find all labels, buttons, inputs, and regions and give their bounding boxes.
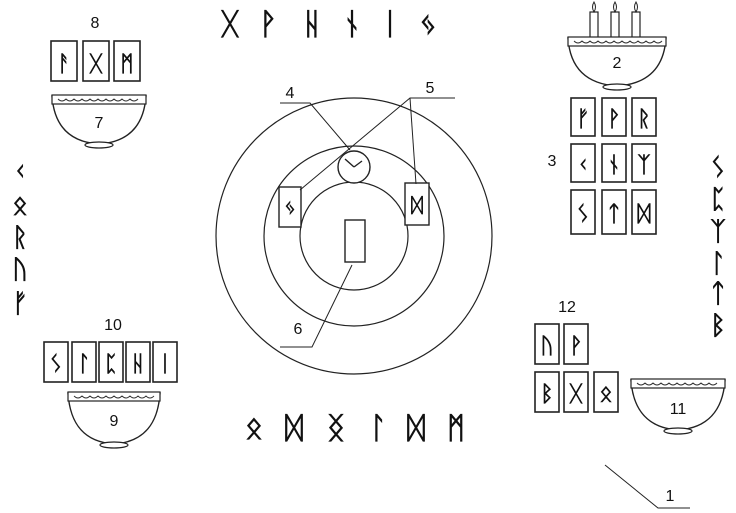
rune-g10-2: ᛚ bbox=[77, 352, 90, 377]
right-rune-column: ᛊ ᛈ ᛉ ᛚ ᛏ ᛒ bbox=[710, 153, 726, 341]
rune-top-3: ᚺ bbox=[303, 7, 321, 42]
rune-g10-4: ᚺ bbox=[131, 352, 144, 377]
rune-top-6: ᛃ bbox=[419, 7, 437, 42]
middle-circle bbox=[263, 145, 445, 327]
rune-left-3: ᚱ bbox=[12, 223, 28, 253]
label-9: 9 bbox=[110, 413, 119, 430]
rune-bottom-4: ᛚ bbox=[369, 411, 387, 446]
label-3: 3 bbox=[548, 153, 557, 170]
rune-group-3: 3 ᚠ ᚹ ᚱ ᚲ ᚾ ᛉ ᛊ ᛏ ᛞ bbox=[548, 97, 657, 235]
rune-top-5: ᛁ bbox=[381, 7, 399, 42]
candles bbox=[589, 1, 641, 39]
rune-top-4: ᚾ bbox=[343, 7, 361, 42]
rune-bottom-2: ᛞ bbox=[285, 411, 303, 446]
rune-right-5: ᛏ bbox=[710, 279, 726, 309]
concentric-circles bbox=[215, 97, 493, 375]
rune-g3-8: ᛏ bbox=[607, 202, 620, 227]
top-rune-row: ᚷ ᚹ ᚺ ᚾ ᛁ ᛃ bbox=[220, 7, 437, 42]
outer-circle bbox=[215, 97, 493, 375]
leader-lines bbox=[280, 97, 690, 509]
rune-left-5: ᚠ bbox=[12, 289, 28, 319]
rune-g10-5: ᛁ bbox=[158, 352, 171, 377]
label-5: 5 bbox=[426, 80, 435, 97]
rune-bottom-5: ᛞ bbox=[407, 411, 425, 446]
leader-5a bbox=[299, 97, 455, 191]
label-12: 12 bbox=[558, 299, 576, 316]
rune-right-4: ᛚ bbox=[710, 249, 726, 279]
leader-1 bbox=[604, 464, 690, 509]
label-6: 6 bbox=[294, 321, 303, 338]
label-7: 7 bbox=[95, 115, 104, 132]
rune-g3-4: ᚲ bbox=[576, 153, 589, 178]
label-11: 11 bbox=[670, 401, 687, 418]
leader-6 bbox=[280, 264, 353, 348]
rune-g8-1: ᚨ bbox=[57, 52, 70, 77]
rune-g3-2: ᚹ bbox=[607, 107, 620, 132]
rune-left-4: ᚢ bbox=[12, 255, 28, 285]
rune-g10-3: ᛈ bbox=[104, 352, 117, 377]
center-rectangle bbox=[344, 219, 366, 263]
label-4: 4 bbox=[286, 85, 295, 102]
rune-left-1: ᚲ bbox=[12, 157, 28, 187]
clock-icon bbox=[337, 150, 371, 184]
rune-g12-1: ᚢ bbox=[540, 334, 553, 359]
rune-group-10: 10 ᛊ ᛚ ᛈ ᚺ ᛁ bbox=[43, 317, 178, 383]
rune-g3-3: ᚱ bbox=[637, 107, 650, 132]
label-2: 2 bbox=[613, 55, 622, 72]
rune-left-2: ᛟ bbox=[12, 191, 28, 221]
rune-group-8: 8 ᚨ ᚷ ᛗ bbox=[50, 15, 141, 82]
label-10: 10 bbox=[104, 317, 122, 334]
rune-g3-6: ᛉ bbox=[637, 153, 651, 178]
rune-group-12: 12 ᚢ ᚹ ᛒ ᚷ ᛟ bbox=[534, 299, 619, 413]
label-8: 8 bbox=[91, 15, 100, 32]
rune-g3-1: ᚠ bbox=[576, 107, 589, 132]
bottom-rune-row: ᛟ ᛞ ᛝ ᛚ ᛞ ᛗ bbox=[245, 411, 465, 446]
rune-right-6: ᛒ bbox=[710, 311, 726, 341]
bowl-11: 11 bbox=[630, 378, 726, 435]
rune-g3-9: ᛞ bbox=[637, 202, 651, 227]
rune-g12-4: ᚷ bbox=[568, 382, 583, 407]
bowl-9: 9 bbox=[67, 391, 161, 449]
rune-bottom-1: ᛟ bbox=[245, 411, 263, 446]
rune-g3-5: ᚾ bbox=[607, 153, 620, 178]
rune-g12-3: ᛒ bbox=[540, 382, 553, 407]
rune-right-1: ᛊ bbox=[710, 153, 726, 183]
center-right-rune: ᛞ bbox=[411, 193, 423, 217]
rune-g3-7: ᛊ bbox=[576, 202, 589, 227]
label-1: 1 bbox=[666, 488, 675, 505]
rune-top-2: ᚹ bbox=[259, 7, 277, 42]
rune-right-3: ᛉ bbox=[710, 217, 726, 247]
leader-5b bbox=[409, 97, 417, 185]
leader-4 bbox=[280, 102, 351, 151]
center-rune-tile-right: ᛞ bbox=[404, 182, 430, 226]
bowl-2: 2 bbox=[567, 1, 667, 91]
rune-g10-1: ᛊ bbox=[49, 352, 62, 377]
rune-g8-2: ᚷ bbox=[88, 52, 103, 77]
center-left-rune: ᛃ bbox=[284, 195, 296, 219]
rune-g12-5: ᛟ bbox=[599, 382, 612, 407]
rune-top-1: ᚷ bbox=[220, 7, 240, 42]
rune-right-2: ᛈ bbox=[710, 185, 726, 215]
left-rune-column: ᚲ ᛟ ᚱ ᚢ ᚠ bbox=[12, 157, 28, 319]
rune-bottom-3: ᛝ bbox=[327, 411, 345, 446]
center-rune-tile-left: ᛃ bbox=[278, 186, 302, 228]
bowl-7: 7 bbox=[51, 94, 147, 149]
rune-g8-3: ᛗ bbox=[120, 52, 133, 77]
rune-bottom-6: ᛗ bbox=[447, 411, 465, 446]
rune-g12-2: ᚹ bbox=[569, 334, 582, 359]
